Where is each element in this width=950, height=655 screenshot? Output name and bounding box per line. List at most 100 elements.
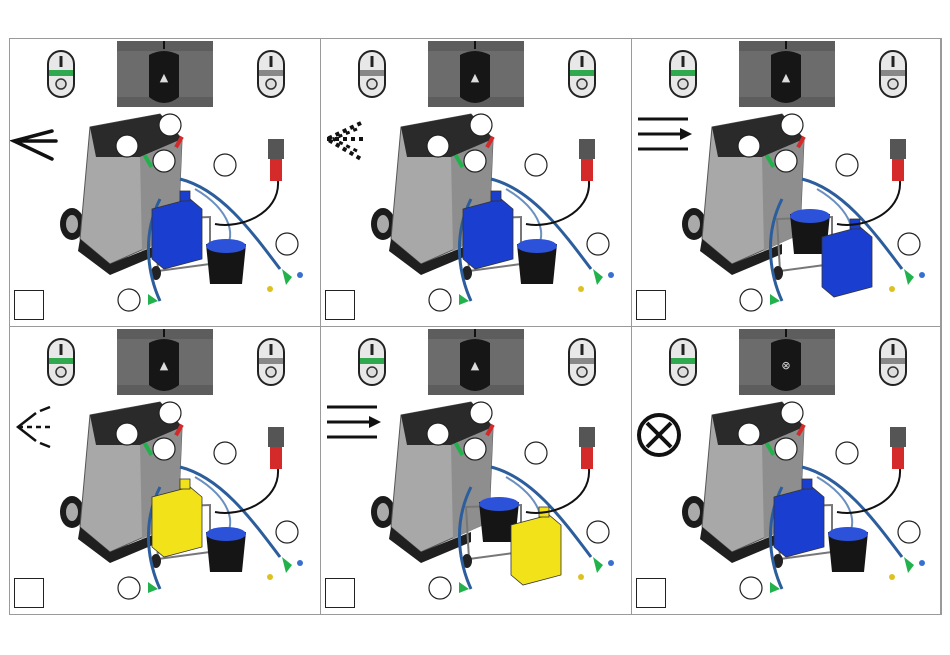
callout-circle [738,135,760,157]
callout-circle [153,438,175,460]
fluid-exchange-machine [371,402,614,593]
indicator-light-off [258,339,284,385]
pump-switch-photo: ▲ [739,41,835,107]
instruction-grid: ▲ ▲ ▲ ▲ ▲ ⊗ [9,38,942,615]
power-plug [579,427,595,447]
indicator-light-off [880,51,906,97]
stop-cross-icon [639,415,679,455]
canister [822,227,872,297]
canister-cap [491,191,501,201]
indicator-light-lit [569,51,595,97]
indicator-light-off [569,339,595,385]
dotted-arrow-left-icon [327,123,367,159]
step-illustration: ▲ [321,327,632,615]
pump-switch-photo: ▲ [428,41,524,107]
pump-switch-photo: ▲ [428,329,524,395]
step-illustration: ▲ [10,327,321,615]
canister [152,487,202,557]
step-illustration: ⊗ [632,327,941,615]
callout-circle [214,154,236,176]
step-illustration: ▲ [632,39,941,327]
adapter-fitting [297,560,303,566]
switch-on-icon: ▲ [471,71,480,84]
canister [463,199,513,269]
switch-on-icon: ▲ [160,359,169,372]
switch-off-icon: ⊗ [781,359,790,372]
canister [511,515,561,585]
step-panel-4: ▲ [10,327,321,615]
coupling-fitting [904,557,914,573]
callout-circle [470,114,492,136]
callout-circle [118,577,140,599]
callout-circle [118,289,140,311]
step-checkbox [636,290,666,320]
indicator-light-off [880,339,906,385]
callout-circle [775,150,797,172]
step-panel-5: ▲ [321,327,632,615]
indicator-light-lit [48,339,74,385]
fluid-exchange-machine [60,402,303,593]
callout-circle [276,233,298,255]
step-panel-3: ▲ [632,39,941,327]
adapter-fitting [608,272,614,278]
adapter-fitting [578,574,584,580]
callout-circle [587,233,609,255]
switch-on-icon: ▲ [782,71,791,84]
callout-circle [153,150,175,172]
callout-circle [587,521,609,543]
callout-circle [525,442,547,464]
switch-on-icon: ▲ [471,359,480,372]
indicator-light-off [359,51,385,97]
adapter-fitting [578,286,584,292]
callout-circle [276,521,298,543]
callout-circle [738,423,760,445]
adapter-fitting [919,272,925,278]
callout-circle [429,289,451,311]
coupling-fitting [593,557,603,573]
callout-circle [781,114,803,136]
callout-circle [116,423,138,445]
step-checkbox [325,290,355,320]
callout-circle [740,289,762,311]
step-illustration: ▲ [321,39,632,327]
callout-circle [740,577,762,599]
step-illustration: ▲ [10,39,321,327]
indicator-light-lit [359,339,385,385]
callout-circle [159,402,181,424]
coupling-fitting [282,557,292,573]
triple-arrow-right-icon [327,407,381,437]
canister-cap [802,479,812,489]
callout-circle [775,438,797,460]
callout-circle [898,521,920,543]
indicator-light-off [258,51,284,97]
step-checkbox [325,578,355,608]
adapter-fitting [267,574,273,580]
callout-circle [836,442,858,464]
adapter-fitting [889,286,895,292]
callout-circle [836,154,858,176]
fluid-exchange-machine [682,114,925,305]
fluid-exchange-machine [371,114,614,305]
switch-on-icon: ▲ [160,71,169,84]
arrow-left-icon [14,131,56,159]
triple-arrow-right-icon [638,119,692,149]
callout-circle [116,135,138,157]
callout-circle [781,402,803,424]
dashed-arrow-left-icon [18,407,50,447]
coupling-fitting [593,269,603,285]
callout-circle [470,402,492,424]
coupling-fitting [282,269,292,285]
callout-circle [898,233,920,255]
adapter-fitting [608,560,614,566]
canister [152,199,202,269]
pump-switch-photo: ▲ [117,41,213,107]
callout-circle [427,135,449,157]
callout-circle [525,154,547,176]
step-checkbox [636,578,666,608]
step-panel-6: ⊗ [632,327,941,615]
pump-switch-photo: ▲ [117,329,213,395]
indicator-light-lit [670,51,696,97]
step-panel-1: ▲ [10,39,321,327]
adapter-fitting [889,574,895,580]
indicator-light-lit [670,339,696,385]
